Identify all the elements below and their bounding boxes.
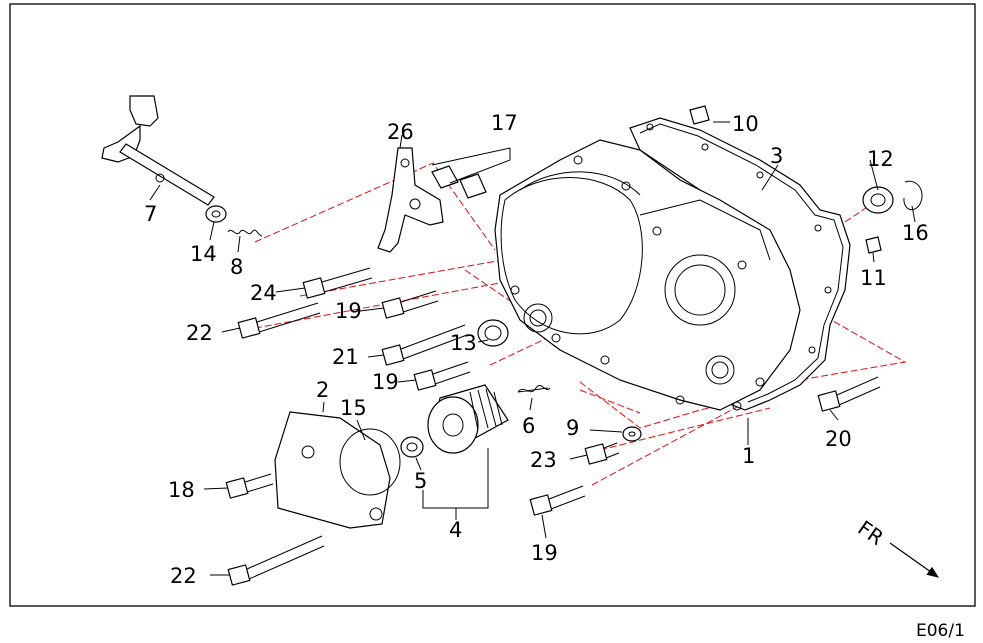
clutch-release-shaft <box>101 95 215 206</box>
bolt-24 <box>302 267 373 299</box>
callout-18: 18 <box>168 478 195 502</box>
bolt-22-upper <box>237 302 321 339</box>
cover-2-hole <box>301 445 315 459</box>
bracket-26 <box>377 147 444 253</box>
oil-filter-bore-inner <box>674 264 726 316</box>
oil-filter-bore <box>664 254 736 326</box>
gasket-bolt-holes <box>646 123 832 354</box>
callout-3: 3 <box>770 144 783 168</box>
page-code: E06/1 <box>916 621 965 641</box>
cover-2-hole-lower <box>369 507 383 521</box>
callout-4: 4 <box>449 518 462 542</box>
callout-23: 23 <box>530 448 557 472</box>
cover-port-lower-inner <box>711 361 729 379</box>
dowel-11 <box>865 236 882 254</box>
callout-19-lower: 19 <box>531 541 558 565</box>
washer-14 <box>205 205 227 223</box>
clutch-housing-bulge <box>500 177 643 335</box>
o-ring-5 <box>400 436 424 458</box>
callout-10: 10 <box>732 112 759 136</box>
callout-22-lower: 22 <box>170 564 197 588</box>
callout-21: 21 <box>332 345 359 369</box>
callout-19-middle: 19 <box>372 370 399 394</box>
oil-filter-cover-2 <box>274 411 391 529</box>
callout-14: 14 <box>190 242 217 266</box>
spring-8 <box>227 229 263 237</box>
callout-20: 20 <box>825 427 852 451</box>
callout-26: 26 <box>387 120 414 144</box>
callout-8: 8 <box>230 255 243 279</box>
gasket-inner-edge <box>639 123 844 403</box>
callout-9: 9 <box>566 416 579 440</box>
cover-ridge <box>519 171 641 196</box>
cover-bolt-holes <box>510 155 765 411</box>
circlip-16 <box>903 180 923 211</box>
front-direction-label: FR <box>854 516 889 550</box>
oil-seal-12 <box>862 186 894 214</box>
callout-13: 13 <box>450 331 477 355</box>
callout-19-upper: 19 <box>335 299 362 323</box>
callout-2: 2 <box>316 378 329 402</box>
bolt-19-middle <box>413 361 471 391</box>
callout-16: 16 <box>902 221 929 245</box>
cover-rib <box>639 199 771 261</box>
front-direction-arrow <box>889 542 939 578</box>
bolt-22-lower <box>227 535 325 586</box>
dowel-pins-17 <box>431 165 487 199</box>
callout-11: 11 <box>860 266 887 290</box>
o-ring-15 <box>339 428 401 496</box>
callout-6: 6 <box>522 414 535 438</box>
cover-port-inner <box>529 309 547 327</box>
callout-17: 17 <box>491 111 518 135</box>
bracket-hole-2 <box>409 198 421 210</box>
callout-5: 5 <box>414 469 427 493</box>
cover-port <box>523 303 553 333</box>
bolt-21 <box>381 324 468 366</box>
dowel-10 <box>689 105 710 125</box>
callout-24: 24 <box>250 281 277 305</box>
callout-12: 12 <box>867 147 894 171</box>
crankcase-cover <box>494 139 801 411</box>
cover-port-lower <box>705 355 735 385</box>
callout-15: 15 <box>340 396 367 420</box>
diagram-frame <box>9 3 976 607</box>
spring-6 <box>517 384 551 393</box>
bolt-19-upper <box>381 290 439 319</box>
bracket-hole <box>400 158 410 168</box>
bolt-20 <box>817 376 881 412</box>
bolt-19-lower <box>529 485 586 516</box>
callout-labels: 1 2 3 4 5 6 7 8 9 10 11 12 13 14 15 16 1… <box>144 111 929 588</box>
bolt-18 <box>225 473 274 499</box>
bolt-23 <box>584 442 620 465</box>
leader-lines <box>149 121 916 576</box>
callout-22-upper: 22 <box>186 321 213 345</box>
o-ring-13 <box>477 319 509 347</box>
callout-7: 7 <box>144 202 157 226</box>
oil-filter-4 <box>427 384 509 454</box>
callout-1: 1 <box>742 444 755 468</box>
washer-9 <box>622 426 642 442</box>
